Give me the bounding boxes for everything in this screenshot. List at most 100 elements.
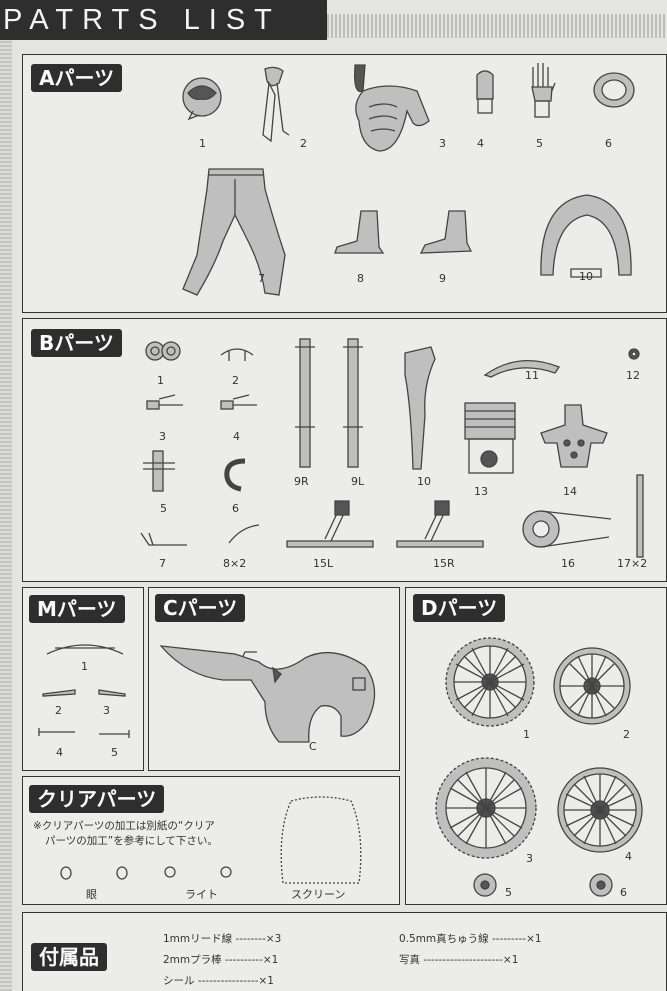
- b-part-16-chain-sprocket: [522, 510, 612, 548]
- b-part-2-bracket: [220, 348, 254, 361]
- b-part-1-meter: [145, 341, 181, 361]
- b-label-4: 4: [233, 430, 240, 443]
- accessory-item-plastic-rod: 2mmプラ棒 ----------×1: [163, 954, 279, 966]
- section-accessories-panel: 付属品 1mmリード線 --------×3 2mmプラ棒 ----------…: [22, 912, 667, 991]
- a-part-9-boot: [419, 210, 473, 254]
- page-title: PATRTS LIST: [0, 0, 327, 40]
- d-label-6: 6: [620, 886, 627, 899]
- clear-part-light-1: [164, 866, 176, 878]
- clear-note-line-2: パーツの加工”を参考にして下さい。: [45, 835, 218, 847]
- m-label-1: 1: [81, 660, 88, 673]
- b-label-9R: 9R: [294, 475, 309, 488]
- clear-note-line-1: ※クリアパーツの加工は別紙の“クリア: [33, 820, 215, 832]
- a-label-7: 7: [258, 272, 265, 285]
- a-part-2-scarf: [262, 66, 290, 143]
- b-label-11: 11: [525, 369, 539, 382]
- c-label: C: [309, 740, 317, 753]
- b-part-12-washer: [628, 348, 640, 360]
- b-label-2: 2: [232, 374, 239, 387]
- d-part-2-wheel-front: [553, 647, 631, 725]
- m-part-1-handlebar: [46, 644, 124, 655]
- b-label-5: 5: [160, 502, 167, 515]
- d-label-1: 1: [523, 728, 530, 741]
- m-part-4-pedal: [38, 728, 75, 736]
- b-label-3: 3: [159, 430, 166, 443]
- b-part-3-lever: [146, 394, 183, 410]
- b-label-7: 7: [159, 557, 166, 570]
- left-hatch-border: [0, 40, 12, 991]
- accessory-item-sticker: シール ----------------×1: [163, 975, 274, 987]
- a-part-5-hand-open: [531, 63, 556, 118]
- clear-part-eye-right: [116, 866, 128, 880]
- d-label-3: 3: [526, 852, 533, 865]
- section-c-panel: Cパーツ C: [148, 587, 400, 771]
- a-label-5: 5: [536, 137, 543, 150]
- m-part-3-lever: [98, 689, 126, 697]
- a-part-4-hand: [476, 70, 494, 114]
- m-label-2: 2: [55, 704, 62, 717]
- a-label-1: 1: [199, 137, 206, 150]
- a-label-6: 6: [605, 137, 612, 150]
- b-label-10: 10: [417, 475, 431, 488]
- a-part-3-torso: [354, 64, 430, 152]
- b-part-14-plate: [540, 404, 608, 468]
- m-part-2-lever: [42, 689, 76, 697]
- section-a-panel: Aパーツ 1 2 3 4 5 6 7 8 9 10: [22, 54, 667, 313]
- b-label-9L: 9L: [351, 475, 365, 488]
- b-label-12: 12: [626, 369, 640, 382]
- c-part-frame-cowl: [159, 645, 376, 743]
- d-part-3-tire-rear: [435, 757, 537, 859]
- a-part-1-helmet-head: [182, 77, 222, 121]
- b-part-4-lever: [220, 394, 257, 410]
- a-label-2: 2: [300, 137, 307, 150]
- b-part-9L-fork: [343, 338, 363, 468]
- b-label-6: 6: [232, 502, 239, 515]
- b-label-13: 13: [474, 485, 488, 498]
- b-part-8-pin: [228, 524, 260, 544]
- b-label-8x2: 8×2: [223, 557, 247, 570]
- b-part-15R-shock: [396, 500, 484, 548]
- b-label-14: 14: [563, 485, 577, 498]
- b-part-10-frame-tube: [404, 346, 436, 470]
- clear-part-screen: [280, 796, 362, 884]
- section-accessories-title: 付属品: [31, 943, 107, 971]
- accessory-item-lead-wire: 1mmリード線 --------×3: [163, 933, 282, 945]
- a-label-8: 8: [357, 272, 364, 285]
- b-label-15R: 15R: [433, 557, 455, 570]
- b-part-6-hook: [224, 458, 246, 492]
- b-part-7-stand: [140, 532, 187, 546]
- clear-label-light: ライト: [185, 888, 218, 901]
- a-label-4: 4: [477, 137, 484, 150]
- d-part-4-wheel-rear: [557, 767, 643, 853]
- d-label-2: 2: [623, 728, 630, 741]
- a-part-10-fairing: [540, 194, 632, 278]
- clear-label-eye: 眼: [86, 888, 97, 901]
- section-b-title: Bパーツ: [31, 329, 122, 357]
- b-part-11-fender: [483, 359, 560, 378]
- a-label-10: 10: [579, 270, 593, 283]
- a-part-8-boot: [334, 210, 385, 254]
- b-label-16: 16: [561, 557, 575, 570]
- b-part-15L-shock: [286, 500, 374, 548]
- section-d-panel: Dパーツ 1 2 3 4 5 6: [405, 587, 667, 905]
- d-part-1-tire-front: [445, 637, 535, 727]
- section-a-title: Aパーツ: [31, 64, 123, 92]
- b-part-13-engine: [464, 402, 516, 474]
- clear-part-eye-left: [60, 866, 72, 880]
- accessory-item-photo: 写真 ---------------------×1: [399, 954, 519, 966]
- b-part-9R-fork: [295, 338, 315, 468]
- m-label-4: 4: [56, 746, 63, 759]
- m-label-3: 3: [103, 704, 110, 717]
- b-label-1: 1: [157, 374, 164, 387]
- section-clear-title: クリアパーツ: [29, 785, 165, 813]
- section-b-panel: Bパーツ 1 2 3 4 5 6 7 8×2 9R 9L 10 11 12 13…: [22, 318, 667, 582]
- m-part-5-pedal: [99, 730, 130, 738]
- d-label-4: 4: [625, 850, 632, 863]
- section-c-title: Cパーツ: [155, 594, 246, 622]
- a-label-3: 3: [439, 137, 446, 150]
- d-label-5: 5: [505, 886, 512, 899]
- b-label-17x2: 17×2: [617, 557, 648, 570]
- b-label-15L: 15L: [313, 557, 334, 570]
- a-part-7-pants: [182, 168, 286, 296]
- section-m-panel: Mパーツ 1 2 3 4 5: [22, 587, 144, 771]
